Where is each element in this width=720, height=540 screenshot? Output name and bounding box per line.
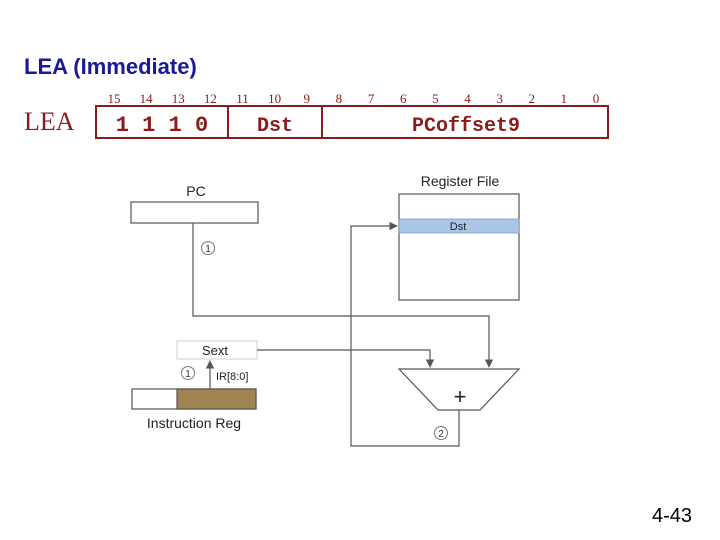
bit-number: 11: [236, 91, 249, 106]
bit-number: 15: [108, 91, 121, 106]
bit-number: 12: [204, 91, 217, 106]
opcode-name: LEA: [24, 107, 75, 136]
step-marker-writeback: 2: [434, 426, 448, 440]
ir-field-label: IR[8:0]: [216, 371, 248, 383]
wire-pc-to-adder: [192, 223, 494, 368]
bit-number: 9: [304, 91, 311, 106]
adder: [397, 368, 521, 411]
adder-symbol: +: [454, 384, 467, 409]
bit-number: 3: [496, 91, 503, 106]
dst-field: Dst: [257, 115, 293, 138]
bit-number: 13: [172, 91, 185, 106]
instruction-format-frame: [95, 105, 609, 139]
svg-text:2: 2: [438, 429, 444, 440]
slide-title: LEA (Immediate): [24, 54, 197, 79]
wire-adder-to-regfile: [350, 221, 460, 447]
bit-number: 0: [593, 91, 600, 106]
opcode-bits-field: 1 1 1 0: [116, 113, 208, 138]
ir-offset-highlight: [176, 388, 257, 410]
bit-number: 8: [336, 91, 343, 106]
bit-number: 7: [368, 91, 375, 106]
step-marker-pc: 1: [201, 241, 215, 255]
wire-sext-to-adder: [257, 349, 435, 368]
bit-number: 4: [464, 91, 471, 106]
bit-number: 2: [528, 91, 535, 106]
register-file-label: Register File: [421, 173, 500, 189]
svg-text:1: 1: [185, 369, 191, 380]
pc-label: PC: [186, 183, 205, 199]
wires: [192, 221, 494, 447]
register-file-dst-row: [398, 218, 520, 234]
bit-number: 10: [268, 91, 281, 106]
page-number: 4-43: [652, 505, 693, 527]
instruction-reg-label: Instruction Reg: [147, 415, 241, 431]
bit-number: 5: [432, 91, 439, 106]
pc-register: [130, 201, 259, 224]
dst-row-label: Dst: [450, 221, 467, 233]
bit-number: 1: [561, 91, 568, 106]
pcoffset9-field: PCoffset9: [412, 115, 520, 138]
bit-number: 6: [400, 91, 407, 106]
bit-number: 14: [140, 91, 154, 106]
register-file: [398, 193, 520, 301]
svg-text:1: 1: [205, 244, 211, 255]
sext-label: Sext: [202, 343, 228, 358]
step-marker-ir: 1: [181, 366, 195, 380]
